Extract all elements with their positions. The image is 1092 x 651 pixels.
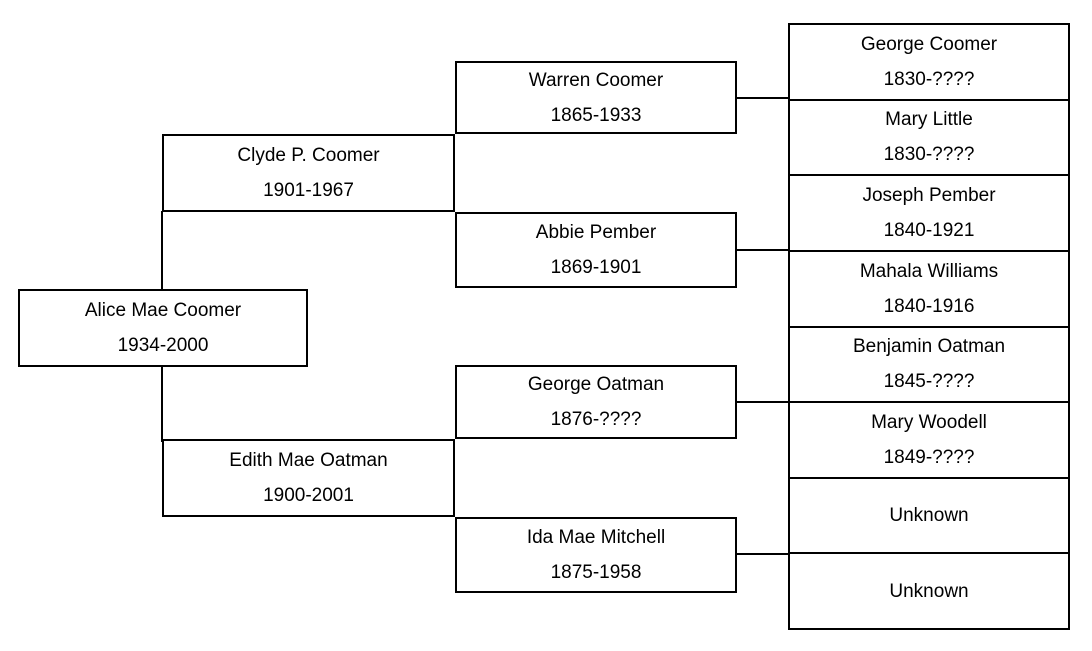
person-dates: 1875-1958: [550, 562, 642, 583]
person-dates: 1849-????: [883, 446, 975, 468]
person-name: Alice Mae Coomer: [84, 300, 242, 321]
person-box-unknown-maternal: Unknown: [790, 554, 1068, 628]
person-box-mahala-williams: Mahala Williams 1840-1916: [790, 252, 1068, 328]
person-name: Mary Woodell: [871, 411, 987, 433]
person-box-warren-coomer: Warren Coomer 1865-1933: [455, 61, 737, 134]
connector-ida-to-great-grandparents: [736, 553, 789, 555]
person-box-george-coomer: George Coomer 1830-????: [790, 25, 1068, 101]
person-dates: 1869-1901: [550, 257, 642, 278]
person-name: Joseph Pember: [862, 185, 996, 207]
connector-george-oatman-to-great-grandparents: [736, 401, 789, 403]
connector-warren-to-great-grandparents: [736, 97, 789, 99]
person-dates: 1901-1967: [263, 180, 354, 201]
person-dates: 1840-1921: [883, 220, 975, 242]
person-dates: 1830-????: [883, 144, 975, 166]
person-box-ida-mae-mitchell: Ida Mae Mitchell 1875-1958: [455, 517, 737, 593]
person-box-clyde-p-coomer: Clyde P. Coomer 1901-1967: [162, 134, 455, 212]
connector-alice-to-edith: [161, 366, 163, 442]
person-name: Abbie Pember: [535, 222, 657, 243]
person-box-unknown-paternal: Unknown: [790, 479, 1068, 555]
person-box-george-oatman: George Oatman 1876-????: [455, 365, 737, 439]
person-name: Unknown: [889, 580, 969, 602]
person-box-joseph-pember: Joseph Pember 1840-1921: [790, 176, 1068, 252]
person-name: Ida Mae Mitchell: [526, 527, 666, 548]
person-dates: 1845-????: [883, 371, 975, 393]
person-name: Warren Coomer: [528, 69, 664, 91]
person-name: Mahala Williams: [859, 260, 999, 282]
person-name: Edith Mae Oatman: [229, 450, 388, 471]
person-dates: 1876-????: [550, 409, 642, 430]
connector-alice-to-clyde: [161, 211, 163, 290]
person-dates: 1830-????: [883, 68, 975, 90]
person-name: George Oatman: [527, 374, 665, 395]
person-name: Clyde P. Coomer: [237, 145, 380, 166]
person-box-benjamin-oatman: Benjamin Oatman 1845-????: [790, 328, 1068, 404]
person-name: Unknown: [889, 505, 969, 527]
great-grandparents-column: George Coomer 1830-???? Mary Little 1830…: [788, 23, 1070, 630]
person-name: Mary Little: [885, 109, 973, 131]
connector-abbie-to-great-grandparents: [736, 249, 789, 251]
person-box-edith-mae-oatman: Edith Mae Oatman 1900-2001: [162, 439, 455, 517]
person-dates: 1840-1916: [883, 295, 975, 317]
person-dates: 1865-1933: [550, 104, 642, 126]
person-box-mary-woodell: Mary Woodell 1849-????: [790, 403, 1068, 479]
person-box-mary-little: Mary Little 1830-????: [790, 101, 1068, 177]
person-dates: 1900-2001: [263, 485, 354, 506]
person-dates: 1934-2000: [117, 335, 209, 356]
person-name: Benjamin Oatman: [852, 336, 1006, 358]
person-box-abbie-pember: Abbie Pember 1869-1901: [455, 212, 737, 288]
person-name: George Coomer: [860, 33, 998, 55]
person-box-alice-mae-coomer: Alice Mae Coomer 1934-2000: [18, 289, 308, 367]
